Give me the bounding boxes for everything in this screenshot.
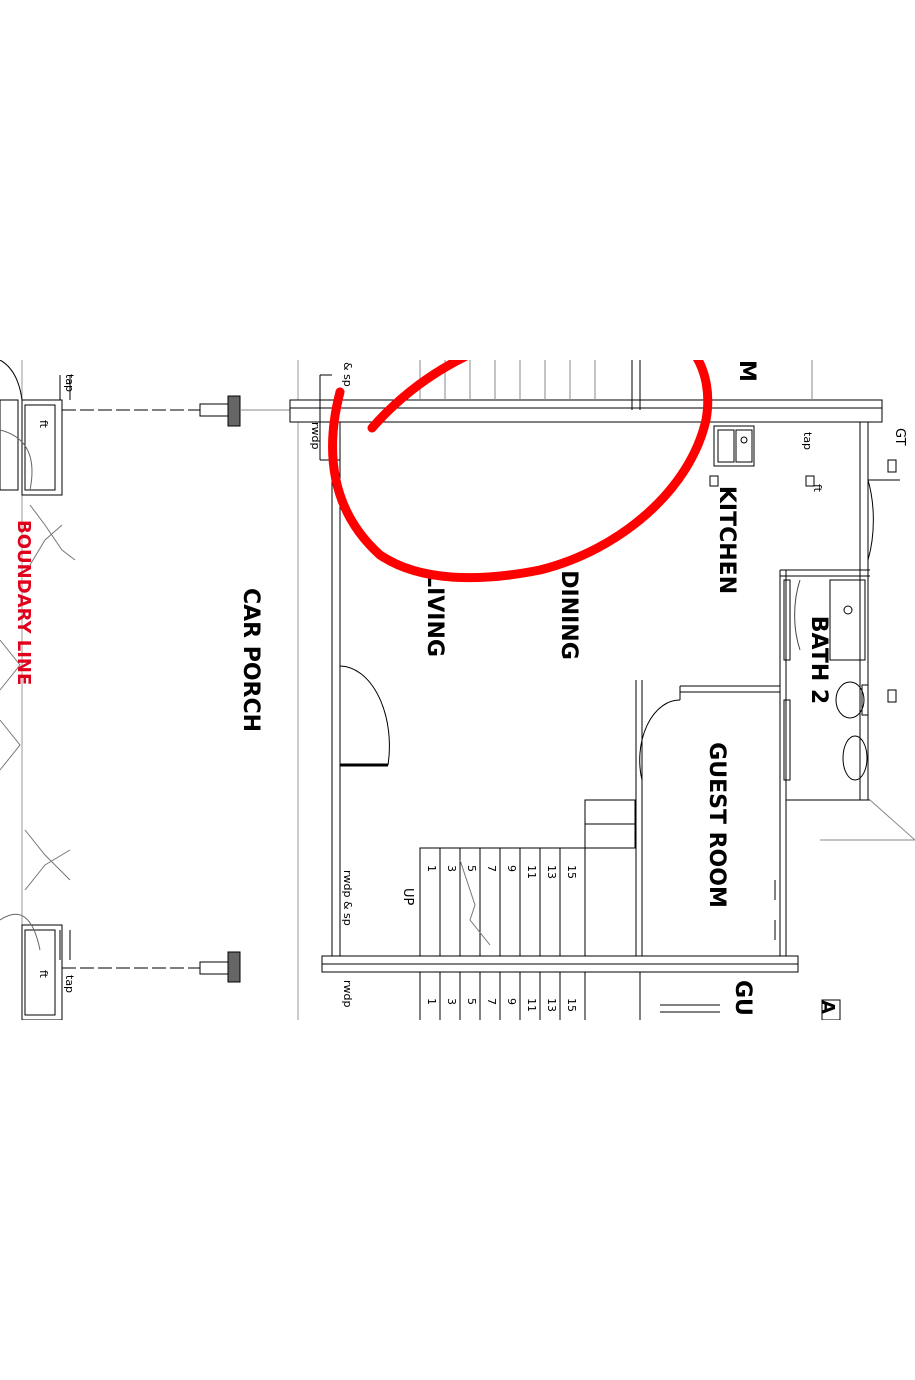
step-number: 9	[505, 998, 518, 1005]
floor-plan: CAR PORCH LIVING DINING KITCHEN BATH 2 G…	[0, 360, 915, 1020]
step-number: 1	[425, 865, 438, 872]
stair-step-numbers: 1 3 5 7 9 11 13 15 1 3 5 7 9 11 13 15	[425, 865, 578, 1012]
step-number: 7	[485, 865, 498, 872]
note-sp-top: & sp	[341, 362, 354, 387]
step-number: 15	[565, 998, 578, 1012]
bath-fixtures	[783, 459, 897, 781]
label-living: LIVING	[422, 573, 447, 657]
gate-lines	[0, 504, 76, 891]
step-number: 13	[545, 865, 558, 879]
label-boundary-line: BOUNDARY LINE	[13, 520, 34, 685]
gate-rod-bottom	[62, 951, 241, 983]
step-number: 9	[505, 865, 518, 872]
step-number: 7	[485, 998, 498, 1005]
note-tap-top: tap	[63, 374, 76, 392]
label-bath-2: BATH 2	[806, 616, 831, 704]
bottom-right-room	[639, 880, 841, 1020]
step-number: 5	[465, 998, 478, 1005]
note-gt: GT	[892, 428, 907, 446]
note-tap-bottom: tap	[63, 975, 76, 993]
note-rwdp-sp-bottom: rwdp & sp	[341, 870, 354, 926]
label-right-partial: A	[817, 1000, 838, 1014]
red-annotation-circle	[328, 360, 713, 583]
gate-rod-top	[62, 395, 330, 427]
house-walls	[289, 360, 915, 973]
note-rwdp-top: rwdp	[309, 422, 322, 450]
step-number: 5	[465, 865, 478, 872]
note-rwdp-bottom: rwdp	[341, 980, 354, 1008]
note-ft-kitchen: ft	[811, 484, 824, 493]
step-number: 11	[525, 865, 538, 879]
note-up: UP	[400, 888, 415, 906]
kitchen-sink	[709, 425, 815, 487]
step-number: 11	[525, 998, 538, 1012]
label-top-partial: M	[734, 360, 759, 382]
label-guest-room: GUEST ROOM	[704, 742, 729, 908]
step-number: 13	[545, 998, 558, 1012]
label-car-porch: CAR PORCH	[238, 588, 263, 732]
staircase	[419, 799, 636, 1020]
stair-top-fragment	[419, 360, 596, 400]
step-number: 1	[425, 998, 438, 1005]
floor-plan-drawing: CAR PORCH LIVING DINING KITCHEN BATH 2 G…	[0, 360, 915, 1020]
label-guest-room-partial: GU	[730, 980, 755, 1016]
note-ft-bottom: ft	[37, 970, 50, 979]
label-dining: DINING	[556, 570, 581, 660]
pillar-top-left	[0, 360, 71, 496]
step-number: 15	[565, 865, 578, 879]
note-tap-kitchen: tap	[801, 432, 814, 450]
pillar-bottom-left	[0, 913, 71, 1020]
note-ft-top: ft	[37, 420, 50, 429]
label-kitchen: KITCHEN	[714, 486, 739, 594]
step-number: 3	[445, 865, 458, 872]
step-number: 3	[445, 998, 458, 1005]
